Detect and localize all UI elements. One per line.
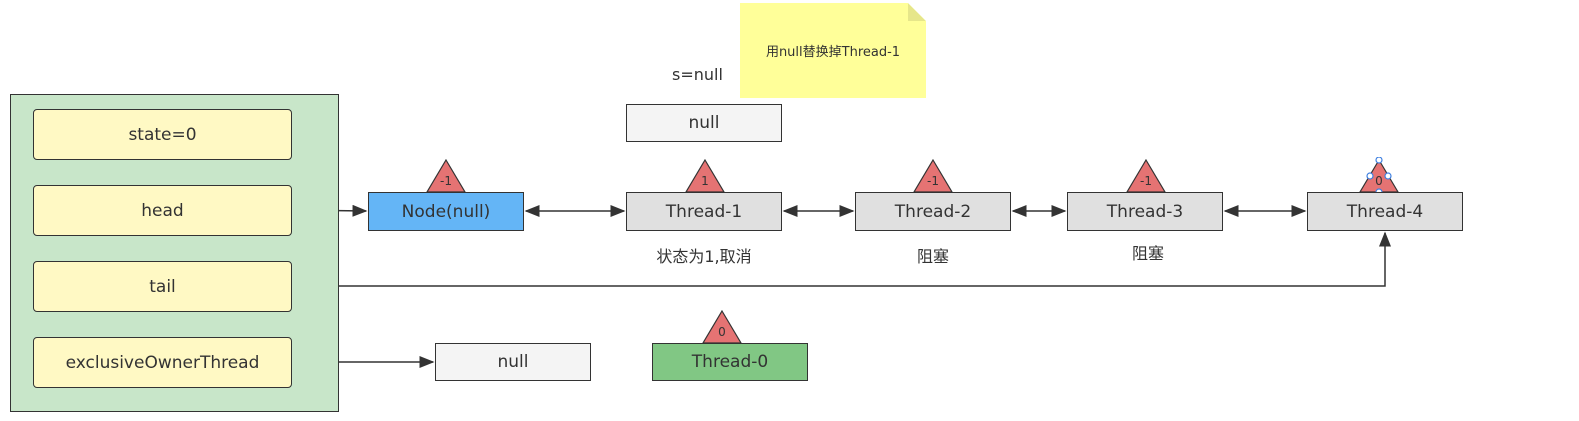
s-null-label: s=null bbox=[672, 65, 723, 84]
caption-thread-1: 状态为1,取消 bbox=[656, 247, 752, 266]
wait-status-thread2: -1 bbox=[927, 174, 939, 188]
state-field: state=0 bbox=[33, 109, 292, 160]
sticky-note-text: 用null替换掉Thread-1 bbox=[765, 45, 901, 60]
caption-thread-2: 阻塞 bbox=[916, 247, 949, 266]
wait-status-thread3: -1 bbox=[1140, 174, 1152, 188]
selection-handle-icon[interactable] bbox=[1384, 172, 1392, 180]
tail-field: tail bbox=[33, 261, 292, 312]
tail-arrow bbox=[292, 231, 1391, 287]
wait-status-thread4: 0 bbox=[1375, 174, 1383, 188]
node-thread-0: Thread-0 bbox=[652, 343, 808, 381]
node-thread-4: Thread-4 bbox=[1307, 192, 1463, 231]
wait-status-thread0: 0 bbox=[718, 325, 726, 339]
node-thread-1: Thread-1 bbox=[626, 192, 782, 231]
exclusive-owner-thread-field: exclusiveOwnerThread bbox=[33, 337, 292, 388]
wait-status-triangle-selected[interactable] bbox=[1359, 157, 1399, 193]
node-null: Node(null) bbox=[368, 192, 524, 231]
node-thread-2: Thread-2 bbox=[855, 192, 1011, 231]
replacement-null-box: null bbox=[626, 104, 782, 142]
wait-status-node: -1 bbox=[440, 174, 452, 188]
selection-handle-icon[interactable] bbox=[1375, 157, 1383, 164]
wait-status-thread1: 1 bbox=[701, 174, 709, 188]
caption-thread-3: 阻塞 bbox=[1131, 244, 1164, 263]
head-field: head bbox=[33, 185, 292, 236]
note-fold-icon bbox=[908, 3, 926, 21]
selection-handle-icon[interactable] bbox=[1366, 172, 1374, 180]
sticky-note: 用null替换掉Thread-1 bbox=[740, 3, 926, 98]
node-thread-3: Thread-3 bbox=[1067, 192, 1223, 231]
owner-null-box: null bbox=[435, 343, 591, 381]
